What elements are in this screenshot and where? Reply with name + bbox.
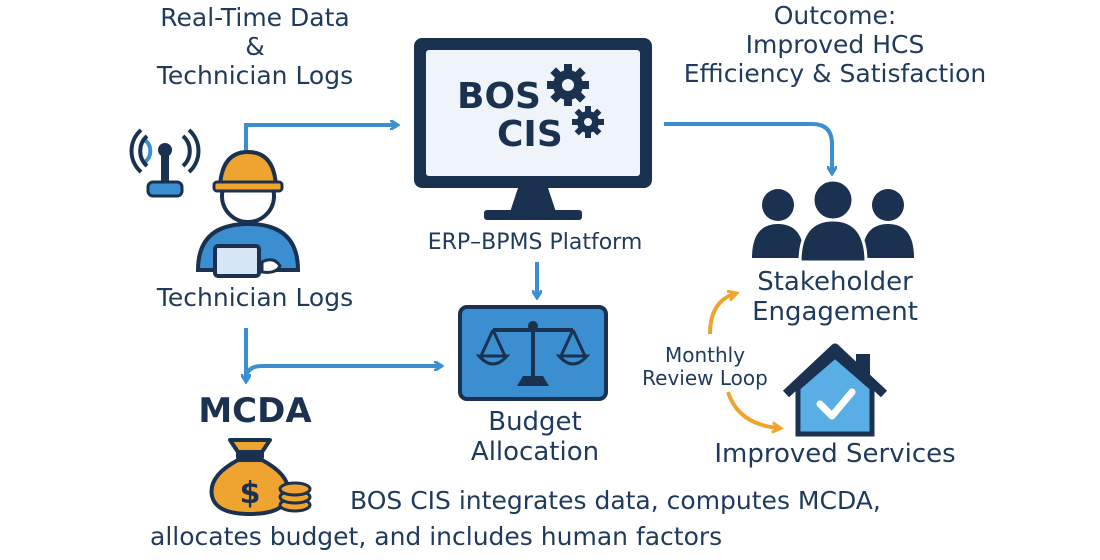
mcda-label: MCDA [198,391,312,431]
data-source-line-3: Technician Logs [156,60,354,90]
data-source-line-1: Real-Time Data [160,3,350,32]
summary-line-2: allocates budget, and includes human fac… [150,522,723,551]
outcome-line-1: Outcome: [773,1,897,30]
summary-line-1: BOS CIS integrates data, computes MCDA, [350,486,881,515]
technician-label: Technician Logs [156,283,354,312]
coins-icon [278,481,312,513]
stakeholder-line-2: Engagement [752,296,918,327]
improved-services-label: Improved Services [714,439,956,469]
arrow-tech-branch [244,366,440,381]
arrow-platform-to-stakeholders [664,122,832,172]
data-source-line-2: & [245,31,265,61]
scales-icon [458,305,608,401]
budget-label: Budget Allocation [450,407,620,468]
money-bag-icon: $ [209,438,291,517]
monitor-title-bos: BOS [457,76,541,117]
stakeholder-label: Stakeholder Engagement [730,267,940,328]
budget-line-1: Budget [488,407,582,437]
technician-icon [195,149,301,278]
budget-line-2: Allocation [470,436,600,467]
monitor-title-cis: CIS [497,114,563,155]
stakeholder-line-1: Stakeholder [757,267,913,297]
platform-label: ERP–BPMS Platform [427,230,643,255]
review-loop-line-2: Review Loop [642,366,768,390]
people-icon [752,178,914,264]
outcome-line-2: Improved HCS [745,29,925,59]
review-loop-arrow-up [708,294,734,335]
house-check-icon [782,343,888,437]
outcome-line-3: Efficiency & Satisfaction [683,58,987,88]
arrow-tech-to-platform [244,125,396,150]
data-source-label: Real-Time Data & Technician Logs [120,3,390,90]
antenna-icon [129,128,201,198]
review-loop-line-1: Monthly [664,343,746,367]
review-loop-label: Monthly Review Loop [640,344,770,390]
outcome-label: Outcome: Improved HCS Efficiency & Satis… [660,1,1010,88]
review-loop-arrow-down [726,391,778,428]
money-bag-symbol: $ [240,476,261,511]
